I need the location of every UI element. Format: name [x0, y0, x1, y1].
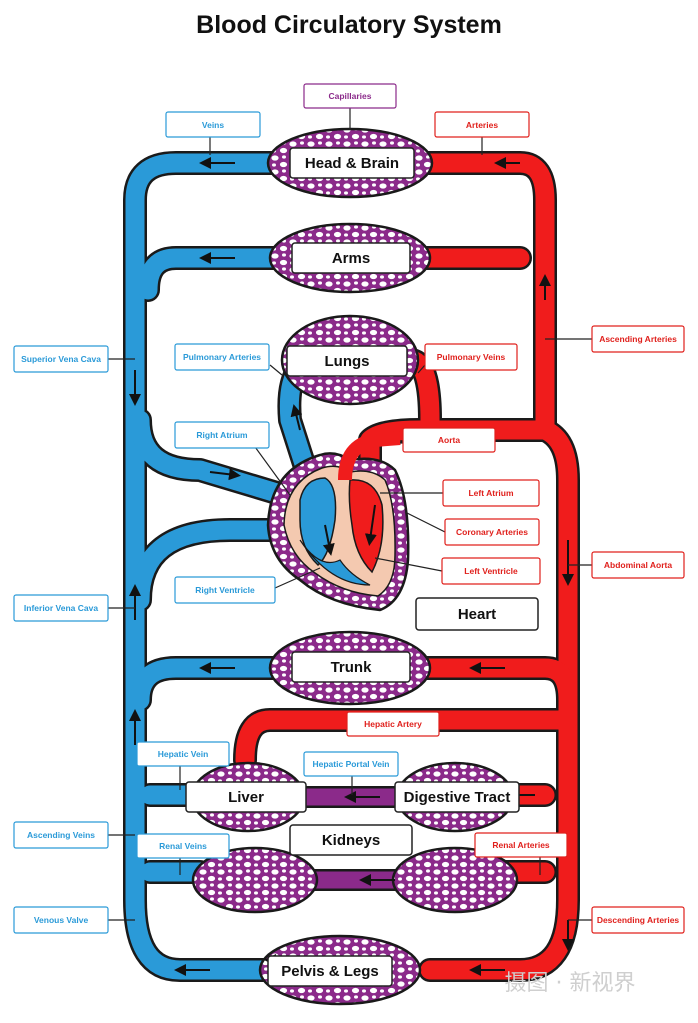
label-renal-arteries: Renal Arteries — [474, 832, 568, 858]
svg-text:Superior Vena Cava: Superior Vena Cava — [21, 354, 101, 364]
left-ventricle-chamber — [348, 479, 384, 574]
svg-text:Left Ventricle: Left Ventricle — [464, 566, 518, 576]
svg-text:Aorta: Aorta — [438, 435, 460, 445]
organ-arms-text: Arms — [332, 250, 370, 267]
svg-text:Venous Valve: Venous Valve — [34, 915, 89, 925]
organ-lungs: Lungs — [286, 345, 408, 377]
label-superior-vena-cava: Superior Vena Cava — [13, 345, 109, 373]
organ-head-brain: Head & Brain — [289, 147, 415, 179]
organ-digestive-tract: Digestive Tract — [394, 781, 520, 813]
svg-text:Right Ventricle: Right Ventricle — [195, 585, 255, 595]
organ-liver: Liver — [185, 781, 307, 813]
label-hepatic-vein: Hepatic Vein — [136, 741, 230, 767]
label-pulmonary-arteries: Pulmonary Arteries — [174, 343, 270, 371]
svg-text:Pulmonary Arteries: Pulmonary Arteries — [183, 352, 261, 362]
aortic-arch — [338, 431, 401, 481]
label-venous-valve: Venous Valve — [13, 906, 109, 934]
svg-text:Renal Veins: Renal Veins — [159, 841, 207, 851]
label-hepatic-portal-vein: Hepatic Portal Vein — [303, 751, 399, 777]
organ-heart-text: Heart — [458, 606, 496, 623]
svg-text:Coronary Arteries: Coronary Arteries — [456, 527, 528, 537]
organ-labels: Head & Brain Arms Lungs Heart Trunk Live… — [185, 147, 539, 987]
organ-arms: Arms — [291, 242, 411, 274]
svg-text:Renal Arteries: Renal Arteries — [492, 840, 550, 850]
svg-text:Veins: Veins — [202, 120, 224, 130]
svg-text:Right Atrium: Right Atrium — [196, 430, 248, 440]
watermark: 摄图 · 新视界 — [505, 971, 636, 996]
label-veins: Veins — [165, 111, 261, 138]
svg-text:Capillaries: Capillaries — [329, 91, 372, 101]
svg-text:Arteries: Arteries — [466, 120, 498, 130]
capillary-bed-kidney-left — [191, 846, 319, 914]
organ-pelvis-legs-text: Pelvis & Legs — [281, 963, 379, 980]
label-ascending-arteries: Ascending Arteries — [591, 325, 685, 353]
svg-text:Pulmonary Veins: Pulmonary Veins — [437, 352, 506, 362]
organ-digestive-tract-text: Digestive Tract — [404, 789, 511, 806]
organ-lungs-text: Lungs — [325, 353, 370, 370]
svg-text:Hepatic Portal Vein: Hepatic Portal Vein — [313, 759, 390, 769]
svg-text:Descending Arteries: Descending Arteries — [597, 915, 680, 925]
organ-heart: Heart — [415, 597, 539, 631]
svg-text:Hepatic Vein: Hepatic Vein — [158, 749, 209, 759]
label-inferior-vena-cava: Inferior Vena Cava — [13, 594, 109, 622]
label-left-ventricle: Left Ventricle — [441, 557, 541, 585]
svg-text:Ascending Arteries: Ascending Arteries — [599, 334, 677, 344]
organ-liver-text: Liver — [228, 789, 264, 806]
label-right-atrium: Right Atrium — [174, 421, 270, 449]
label-aorta: Aorta — [402, 427, 496, 453]
label-abdominal-aorta: Abdominal Aorta — [591, 551, 685, 579]
label-descending-arteries: Descending Arteries — [591, 906, 685, 934]
organ-trunk-text: Trunk — [331, 659, 372, 676]
annotation-labels: Capillaries Veins Arteries Superior Vena… — [13, 83, 685, 934]
label-renal-veins: Renal Veins — [136, 833, 230, 859]
organ-kidneys: Kidneys — [289, 824, 413, 856]
organ-kidneys-text: Kidneys — [322, 832, 380, 849]
label-capillaries: Capillaries — [303, 83, 397, 109]
organ-pelvis-legs: Pelvis & Legs — [267, 955, 393, 987]
diagram-title: Blood Circulatory System — [196, 11, 502, 39]
heart — [266, 431, 410, 612]
label-coronary-arteries: Coronary Arteries — [444, 518, 540, 546]
label-arteries: Arteries — [434, 111, 530, 138]
organ-head-brain-text: Head & Brain — [305, 155, 399, 172]
label-left-atrium: Left Atrium — [442, 479, 540, 507]
svg-text:Left Atrium: Left Atrium — [468, 488, 513, 498]
svg-text:Inferior Vena Cava: Inferior Vena Cava — [24, 603, 98, 613]
label-pulmonary-veins: Pulmonary Veins — [424, 343, 518, 371]
label-hepatic-artery: Hepatic Artery — [346, 711, 440, 737]
organ-trunk: Trunk — [291, 651, 411, 683]
right-ventricle-chamber — [299, 539, 371, 586]
svg-text:Ascending Veins: Ascending Veins — [27, 830, 95, 840]
label-ascending-veins: Ascending Veins — [13, 821, 109, 849]
svg-text:Hepatic Artery: Hepatic Artery — [364, 719, 422, 729]
svg-text:Abdominal Aorta: Abdominal Aorta — [604, 560, 672, 570]
label-right-ventricle: Right Ventricle — [174, 576, 276, 604]
